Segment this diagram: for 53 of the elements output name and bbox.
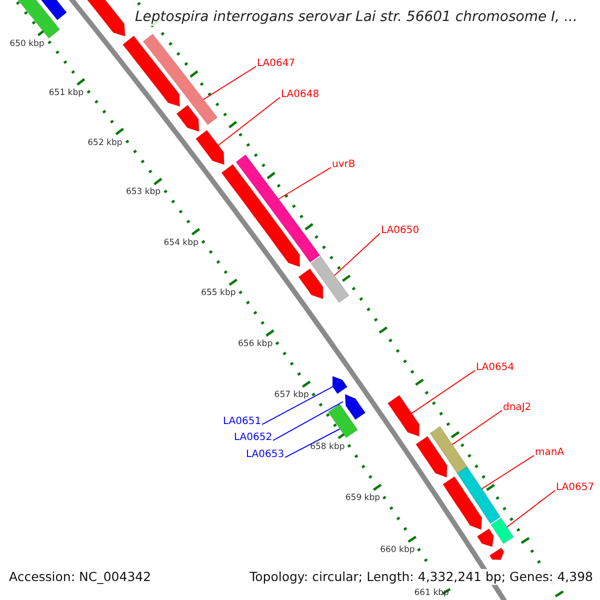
gene-segment (236, 154, 320, 263)
scale-label: 660 kbp (380, 545, 415, 556)
gene-segment (476, 528, 494, 548)
scale-label: 650 kbp (10, 38, 44, 48)
gene-segment (387, 394, 420, 437)
leader-line (218, 96, 280, 146)
leader-line (262, 386, 334, 425)
gene-label: LA0652 (234, 432, 272, 444)
leader-line (284, 428, 340, 458)
gene-label: LA0651 (223, 416, 262, 428)
gene-segment (490, 518, 514, 544)
gene-label: LA0653 (246, 449, 284, 461)
gene-label: LA0650 (381, 225, 420, 237)
gene-label: dnaJ2 (503, 402, 532, 414)
genome-summary: Topology: circular; Length: 4,332,241 bp; Genes: 4,398 (248, 569, 595, 585)
gene-segment (142, 34, 218, 126)
gene-segment (415, 436, 448, 478)
leader-line (481, 454, 534, 490)
gene-segment (332, 376, 348, 394)
gene-segment (221, 164, 300, 268)
leader-line (452, 410, 502, 446)
leader-line (202, 66, 256, 100)
leader-line (272, 401, 344, 441)
gene-label: uvrB (332, 159, 356, 171)
gene-label: LA0647 (257, 58, 296, 70)
gene-label: LA0654 (476, 362, 514, 374)
scale-label: 651 kbp (48, 88, 84, 98)
scale-label: 655 kbp (201, 288, 236, 298)
scale-label: 654 kbp (164, 238, 198, 248)
gene-segment (298, 268, 324, 300)
leader-line (334, 232, 380, 276)
gene-segment (442, 476, 482, 530)
gene-segment (122, 35, 180, 107)
leader-line (411, 370, 476, 414)
gene-segment (344, 394, 366, 420)
gene-segment (328, 404, 358, 438)
scale-label: 656 kbp (238, 339, 273, 350)
scale-label: 657 kbp (274, 390, 309, 400)
gene-segment (456, 466, 501, 524)
scale-label: 661 kbp (414, 588, 449, 598)
gene-segment (489, 547, 504, 560)
gene-segment (176, 104, 200, 132)
gene-segment (310, 256, 350, 304)
scale-label: 658 kbp (310, 442, 345, 452)
scale-label: 652 kbp (88, 138, 122, 148)
gene-segment (195, 130, 225, 166)
scale-label: 653 kbp (126, 187, 161, 198)
gene-label: LA0648 (281, 89, 320, 101)
scale-label: 659 kbp (345, 493, 380, 504)
gene-label: manA (535, 447, 564, 459)
leader-line (506, 490, 556, 528)
gene-label: LA0657 (556, 482, 594, 494)
gene-segment (430, 426, 468, 474)
